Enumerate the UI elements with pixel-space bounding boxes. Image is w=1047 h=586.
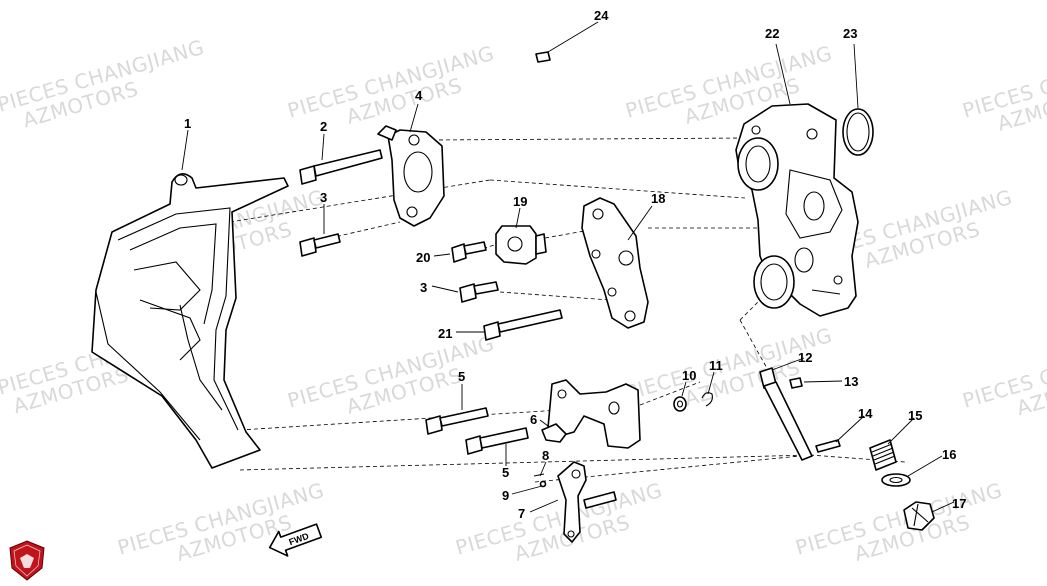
callout-17: 17 [952,496,966,511]
callout-15: 15 [908,408,922,423]
callout-20: 20 [416,250,430,265]
callout-11: 11 [709,358,723,373]
callout-numbers: 1 2 3 4 3 20 19 18 21 22 23 24 5 5 6 7 8… [184,8,966,521]
callout-18: 18 [651,191,665,206]
callout-19: 19 [513,194,527,209]
shift-shaft [759,367,813,461]
circlip [701,392,713,407]
callout-16: 16 [942,447,956,462]
callout-9: 9 [502,488,509,503]
callout-23: 23 [843,26,857,41]
callout-3a: 3 [320,190,327,205]
pump-housing [735,103,859,317]
pin-14 [815,439,841,453]
callout-4: 4 [415,88,423,103]
callout-5a: 5 [458,369,465,384]
bolt-5-upper [425,407,489,435]
callout-22: 22 [765,26,779,41]
callout-1: 1 [184,116,191,131]
shift-bracket [541,379,641,449]
callout-21: 21 [438,326,452,341]
plug-nut [903,501,935,531]
callout-8: 8 [542,448,549,463]
washer-16 [881,473,911,487]
callout-12: 12 [798,350,812,365]
callout-6: 6 [530,412,537,427]
o-ring [842,108,874,156]
forward-direction-arrow: FWD [268,523,323,557]
callout-5b: 5 [502,465,509,480]
sprocket-cover [91,173,289,469]
bolt-small [451,241,487,263]
pin-small [533,473,547,488]
callout-13: 13 [844,374,858,389]
sensor-unit [495,225,547,265]
assembly-lines [229,137,906,483]
washer [673,396,687,412]
bolt-short-upper [299,233,341,257]
callout-14: 14 [858,406,873,421]
shift-lever [557,461,617,543]
dowel-pin [535,51,551,63]
bolt-short-middle [459,281,499,303]
callout-2: 2 [320,119,327,134]
mounting-bracket [581,197,649,329]
callout-3b: 3 [420,280,427,295]
bolt-long-lower [483,309,563,341]
flange-plate [377,125,445,227]
pin-13 [789,377,803,389]
spring [869,439,897,471]
callout-24: 24 [594,8,609,23]
callout-10: 10 [682,368,696,383]
bolt-5-lower [465,427,529,455]
callout-7: 7 [518,506,525,521]
leader-lines [181,21,955,513]
bolt-long [299,149,383,185]
azmotors-logo [9,540,45,581]
